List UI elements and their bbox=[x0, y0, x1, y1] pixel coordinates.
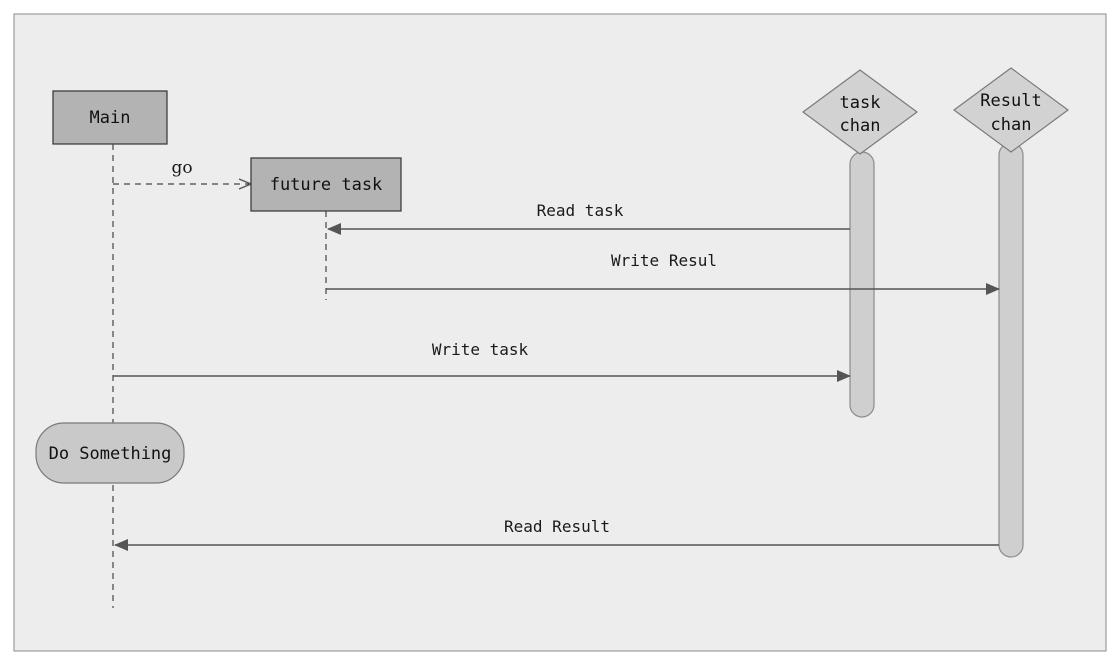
task-chan-diamond bbox=[801, 69, 919, 155]
main-label: Main bbox=[90, 108, 131, 128]
do-something-label: Do Something bbox=[49, 444, 172, 464]
future-task-label: future task bbox=[270, 175, 383, 195]
read-result-label: Read Result bbox=[504, 517, 610, 536]
future-task-box bbox=[250, 157, 402, 212]
read-task-label: Read task bbox=[537, 201, 624, 220]
do-something-box bbox=[35, 422, 185, 484]
participant-result-chan: Result chan bbox=[952, 67, 1070, 558]
participant-task-chan: task chan bbox=[801, 69, 919, 418]
write-task-label: Write task bbox=[432, 340, 529, 359]
task-chan-label-line1: task bbox=[840, 93, 881, 113]
result-chan-label-line2: chan bbox=[991, 115, 1032, 135]
result-chan-bar bbox=[998, 142, 1024, 558]
participant-main: Main bbox=[52, 90, 168, 145]
main-box bbox=[52, 90, 168, 145]
task-chan-label-line2: chan bbox=[840, 116, 881, 136]
task-chan-bar bbox=[849, 151, 875, 418]
diagram-frame bbox=[13, 13, 1107, 652]
result-chan-diamond bbox=[952, 67, 1070, 153]
activity-do-something: Do Something bbox=[35, 422, 185, 484]
participant-future-task: future task bbox=[250, 157, 402, 212]
result-chan-label-line1: Result bbox=[980, 91, 1041, 111]
go-label: go bbox=[171, 158, 192, 178]
write-result-label: Write Resul bbox=[611, 251, 717, 270]
